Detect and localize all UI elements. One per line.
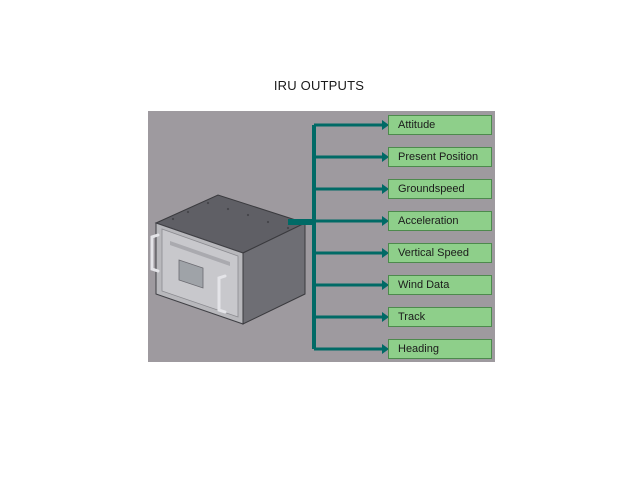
unit-left-handle — [150, 233, 160, 273]
output-wind-data: Wind Data — [388, 275, 492, 295]
arrow-vertical-speed — [382, 248, 389, 258]
unit-display-panel — [178, 259, 204, 289]
arrowheads — [382, 120, 389, 354]
arrow-present-position — [382, 152, 389, 162]
unit-side-face — [242, 222, 306, 325]
arrow-attitude — [382, 120, 389, 130]
unit-screws — [171, 201, 290, 230]
iru-unit-illustration — [150, 194, 307, 325]
diagram-graphics — [150, 120, 389, 354]
output-acceleration: Acceleration — [388, 211, 492, 231]
arrow-wind-data — [382, 280, 389, 290]
iru-diagram: Attitude Present Position Groundspeed Ac… — [148, 111, 495, 362]
output-attitude: Attitude — [388, 115, 492, 135]
output-groundspeed: Groundspeed — [388, 179, 492, 199]
output-connectors — [288, 123, 384, 351]
unit-label-strip — [170, 241, 230, 266]
output-track: Track — [388, 307, 492, 327]
arrow-heading — [382, 344, 389, 354]
output-present-position: Present Position — [388, 147, 492, 167]
arrow-track — [382, 312, 389, 322]
output-vertical-speed: Vertical Speed — [388, 243, 492, 263]
output-heading: Heading — [388, 339, 492, 359]
unit-right-handle — [217, 274, 227, 314]
arrow-acceleration — [382, 216, 389, 226]
arrow-groundspeed — [382, 184, 389, 194]
slide-title: IRU OUTPUTS — [273, 78, 365, 93]
